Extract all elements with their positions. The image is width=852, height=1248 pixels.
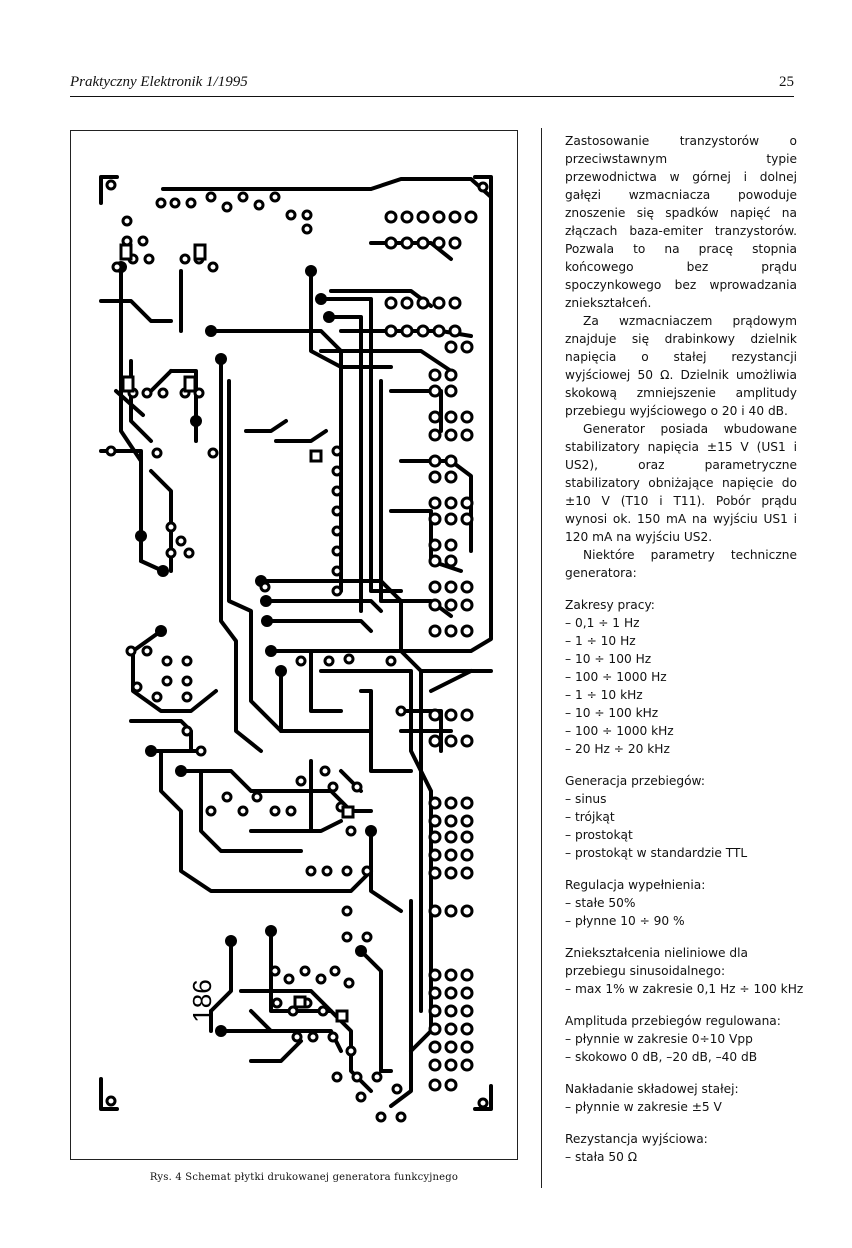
spec-title: Generacja przebiegów:: [565, 774, 705, 788]
spec-item: – płynne 10 ÷ 90 %: [565, 914, 685, 928]
spec-block-amplitude: Amplituda przebiegów regulowana: – płynn…: [565, 1012, 797, 1066]
article-column: Zastosowanie tranzystorów o przeciwstawn…: [565, 132, 804, 1166]
paragraph: Zastosowanie tranzystorów o przeciwstawn…: [565, 134, 797, 310]
spec-block-ranges: Zakresy pracy: – 0,1 ÷ 1 Hz – 1 ÷ 10 Hz …: [565, 596, 797, 758]
header-rule: [70, 96, 794, 97]
figure-caption: Rys. 4 Schemat płytki drukowanej generat…: [149, 1172, 459, 1183]
pcb-figure: 186: [70, 130, 518, 1160]
pcb-layout-drawing: 186: [99, 175, 493, 1123]
spec-item: – sinus: [565, 792, 607, 806]
paragraph: Za wzmacniaczem prądowym znajduje się dr…: [565, 314, 797, 418]
spec-title: Regulacja wypełnienia:: [565, 878, 706, 892]
column-divider: [541, 128, 542, 1188]
page-header: Praktyczny Elektronik 1/1995 25: [70, 74, 794, 96]
spec-block-duty: Regulacja wypełnienia: – stałe 50% – pły…: [565, 876, 797, 930]
spec-block-distortion: Zniekształcenia nieliniowe dla przebiegu…: [565, 944, 804, 998]
spec-item: – stałe 50%: [565, 896, 636, 910]
spec-item: – 20 Hz ÷ 20 kHz: [565, 742, 670, 756]
spec-title: Zniekształcenia nieliniowe dla przebiegu…: [565, 946, 749, 978]
spec-title: Amplituda przebiegów regulowana:: [565, 1014, 781, 1028]
spec-item: – max 1% w zakresie 0,1 Hz ÷ 100 kHz: [565, 982, 804, 996]
spec-item: – 10 ÷ 100 kHz: [565, 706, 659, 720]
spec-item: – 1 ÷ 10 Hz: [565, 634, 636, 648]
page-number: 25: [779, 74, 794, 90]
spec-title: Nakładanie składowej stałej:: [565, 1082, 739, 1096]
journal-title: Praktyczny Elektronik 1/1995: [70, 74, 248, 90]
pcb-board-marking: 186: [187, 979, 217, 1022]
paragraph: Generator posiada wbudowane stabilizator…: [565, 422, 797, 544]
spec-item: – prostokąt w standardzie TTL: [565, 846, 748, 860]
spec-item: – stała 50 Ω: [565, 1150, 638, 1164]
spec-item: – 100 ÷ 1000 kHz: [565, 724, 674, 738]
spec-item: – prostokąt: [565, 828, 633, 842]
spec-item: – płynnie w zakresie 0÷10 Vpp: [565, 1032, 753, 1046]
spec-item: – 1 ÷ 10 kHz: [565, 688, 643, 702]
spec-item: – płynnie w zakresie ±5 V: [565, 1100, 722, 1114]
paragraph: Niektóre parametry techniczne generatora…: [565, 548, 797, 580]
spec-title: Rezystancja wyjściowa:: [565, 1132, 708, 1146]
spec-item: – 100 ÷ 1000 Hz: [565, 670, 667, 684]
spec-item: – 0,1 ÷ 1 Hz: [565, 616, 640, 630]
spec-block-output-resistance: Rezystancja wyjściowa: – stała 50 Ω: [565, 1130, 797, 1166]
spec-item: – 10 ÷ 100 Hz: [565, 652, 652, 666]
spec-title: Zakresy pracy:: [565, 598, 655, 612]
spec-block-dc-offset: Nakładanie składowej stałej: – płynnie w…: [565, 1080, 797, 1116]
spec-item: – skokowo 0 dB, –20 dB, –40 dB: [565, 1050, 758, 1064]
spec-item: – trójkąt: [565, 810, 615, 824]
spec-block-waveforms: Generacja przebiegów: – sinus – trójkąt …: [565, 772, 797, 862]
